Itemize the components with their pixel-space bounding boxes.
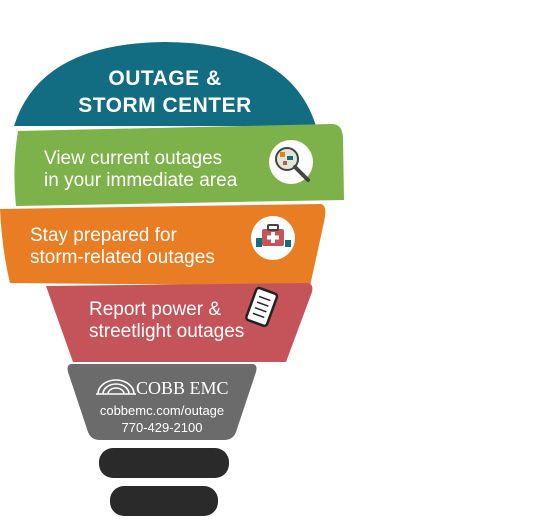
magnifier-map-icon	[269, 140, 313, 184]
band-report-outages-line-2: streetlight outages	[89, 321, 244, 342]
contact-panel: COBB EMC cobbemc.com/outage 770-429-2100	[67, 364, 257, 440]
band-stay-prepared: Stay prepared for storm-related outages	[0, 204, 326, 286]
band-report-outages-line-1: Report power &	[89, 299, 221, 320]
band-report-outages: Report power & streetlight outages	[46, 283, 313, 362]
band-view-outages: View current outages in your immediate a…	[14, 124, 345, 206]
bulb-base-ring-1	[99, 448, 229, 478]
brand-name: COBB EMC	[136, 378, 229, 398]
band-view-outages-line-1: View current outages	[44, 148, 222, 169]
first-aid-kit-icon	[251, 216, 295, 260]
title-line-2: STORM CENTER	[78, 94, 252, 117]
outage-url: cobbemc.com/outage	[100, 403, 224, 418]
phone-checklist-icon	[245, 286, 279, 328]
outage-phone: 770-429-2100	[122, 420, 203, 435]
sunrise-icon	[96, 379, 136, 395]
cobb-emc-logo: COBB EMC	[96, 378, 229, 398]
bulb-base-ring-2	[110, 486, 218, 516]
band-view-outages-line-2: in your immediate area	[44, 170, 238, 191]
title-line-1: OUTAGE &	[108, 67, 221, 90]
band-stay-prepared-line-1: Stay prepared for	[30, 225, 177, 246]
title-dome	[14, 42, 316, 126]
band-stay-prepared-line-2: storm-related outages	[30, 247, 215, 268]
